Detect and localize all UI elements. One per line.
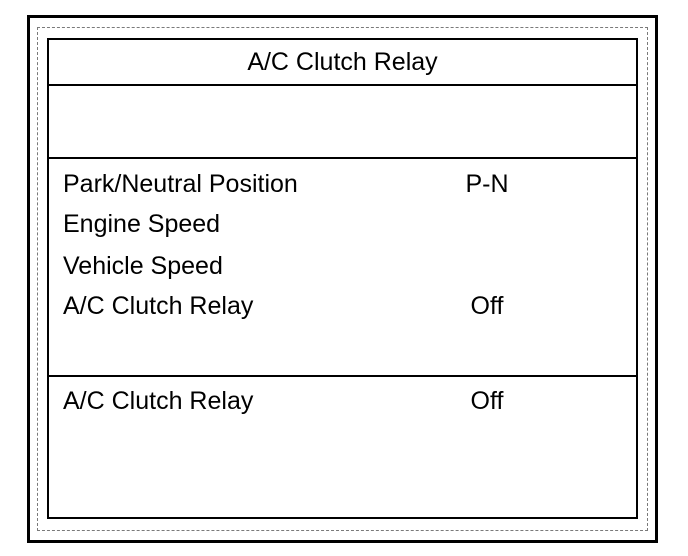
scan-tool-outer-frame — [27, 15, 658, 543]
selected-parameter-area: A/C Clutch Relay Off — [49, 377, 636, 517]
parameter-row-park-neutral-position[interactable]: Park/Neutral Position P-N — [49, 167, 636, 201]
parameter-row-engine-speed[interactable]: Engine Speed — [49, 207, 636, 241]
selected-parameter-value: Off — [470, 387, 504, 415]
message-area — [49, 86, 636, 159]
selected-parameter-label: A/C Clutch Relay — [63, 387, 254, 415]
parameter-row-vehicle-speed[interactable]: Vehicle Speed — [49, 249, 636, 283]
parameter-label: Vehicle Speed — [63, 252, 223, 280]
selected-parameter-row[interactable]: A/C Clutch Relay Off — [49, 384, 636, 418]
parameter-label: Engine Speed — [63, 210, 221, 238]
scan-tool-inner-bezel — [37, 27, 648, 531]
scan-tool-screen: A/C Clutch Relay Park/Neutral Position P… — [47, 38, 638, 519]
screen-title-bar: A/C Clutch Relay — [49, 40, 636, 86]
parameter-label: A/C Clutch Relay — [63, 292, 254, 320]
screen-title: A/C Clutch Relay — [247, 47, 438, 76]
parameter-list: Park/Neutral Position P-N Engine Speed V… — [49, 159, 636, 377]
parameter-label: Park/Neutral Position — [63, 170, 298, 198]
parameter-value: P-N — [465, 170, 509, 198]
parameter-value: Off — [470, 292, 504, 320]
parameter-row-ac-clutch-relay[interactable]: A/C Clutch Relay Off — [49, 289, 636, 323]
